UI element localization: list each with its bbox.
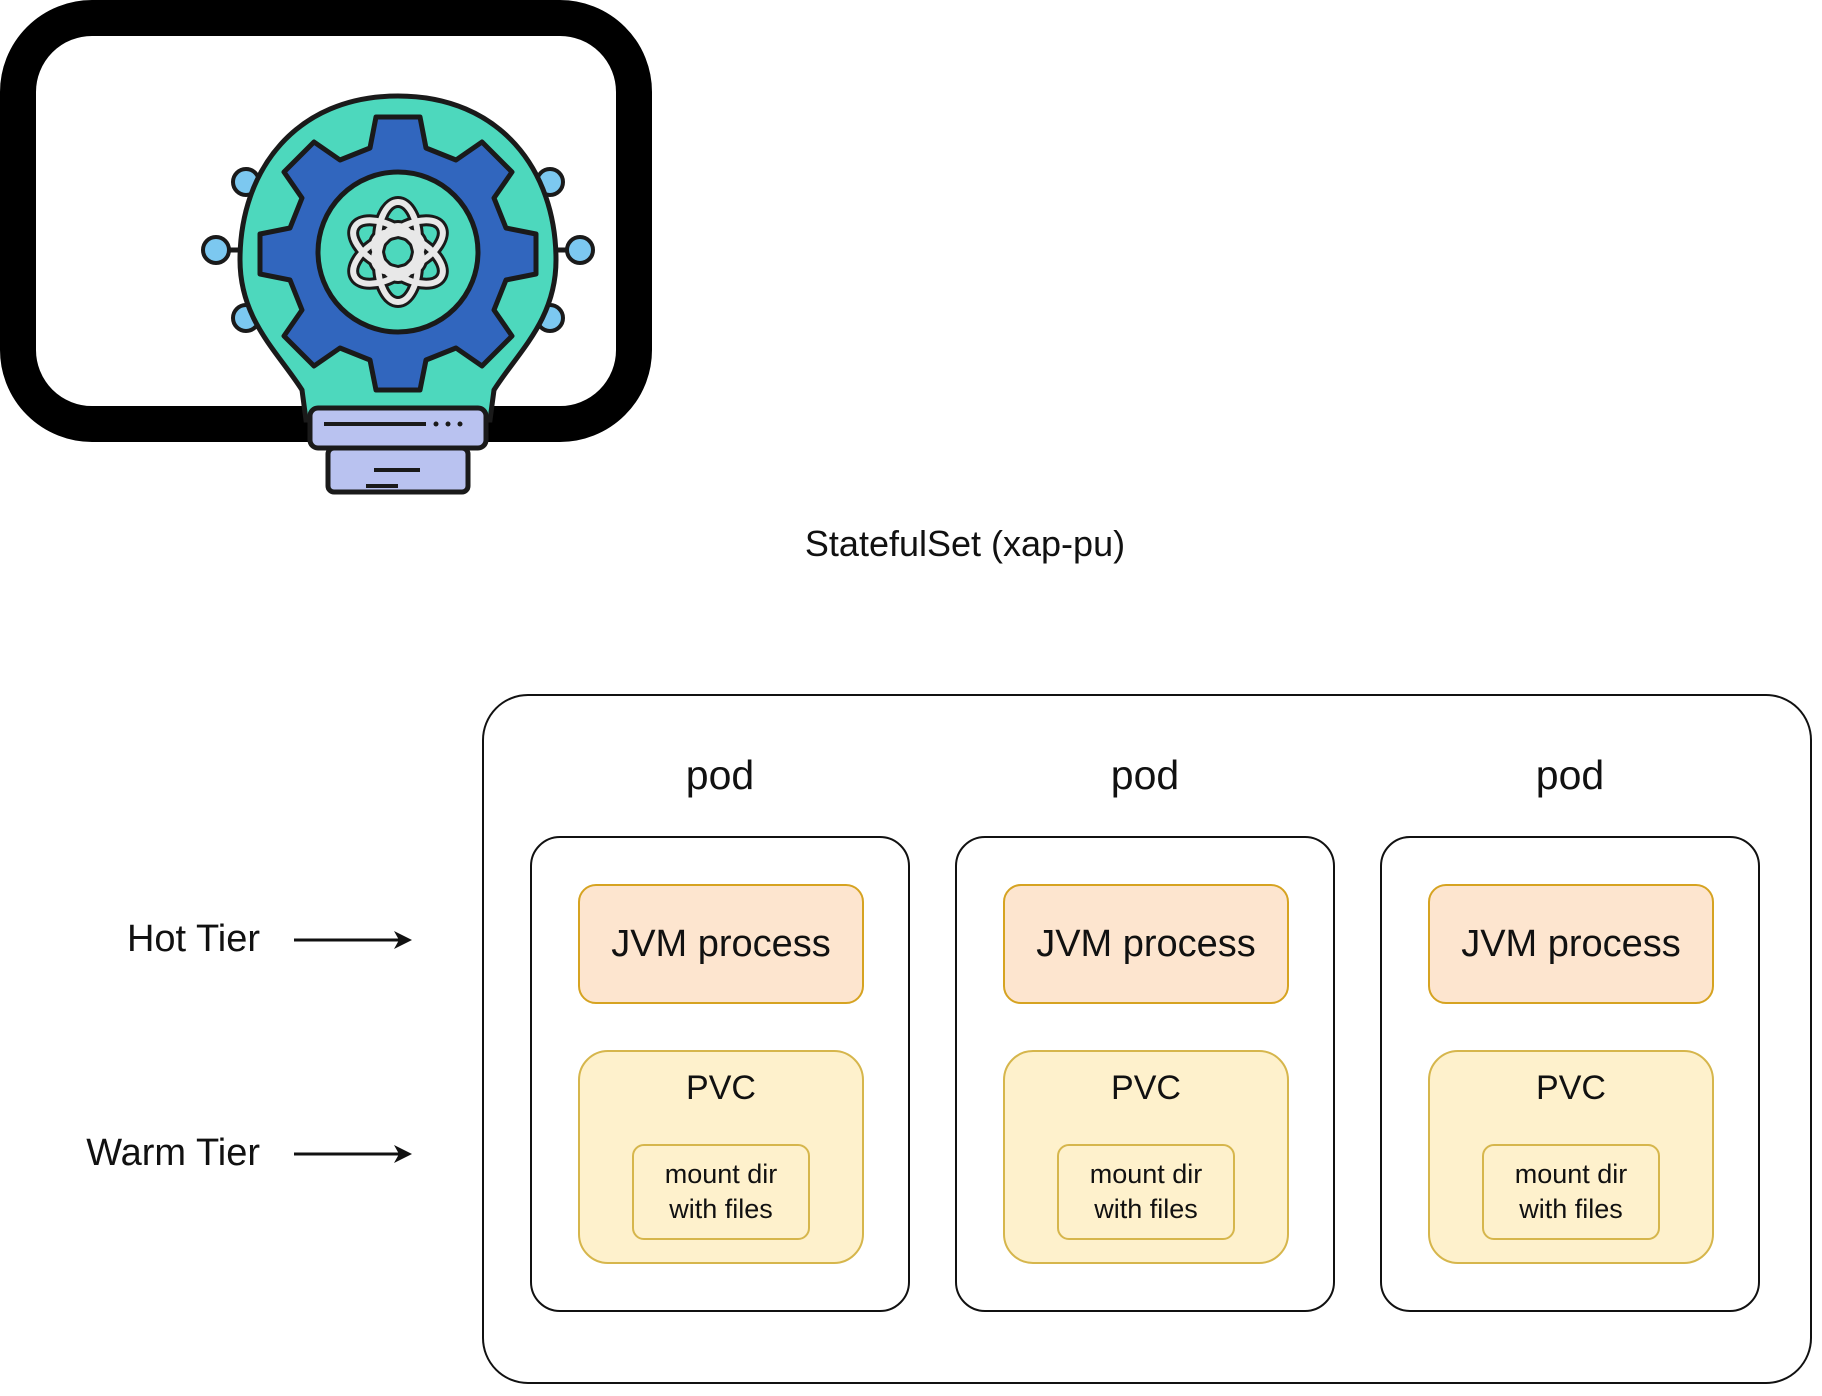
pvc-label: PVC bbox=[1111, 1069, 1181, 1107]
mount-dir-box: mount dir with files bbox=[1057, 1144, 1235, 1240]
pod-label: pod bbox=[1535, 752, 1605, 798]
mount-dir-line2: with files bbox=[1094, 1194, 1198, 1224]
mount-dir-line1: mount dir bbox=[1089, 1159, 1203, 1189]
logo-frame bbox=[0, 0, 652, 495]
pvc-label: PVC bbox=[1536, 1069, 1606, 1107]
mount-dir-line1: mount dir bbox=[664, 1159, 778, 1189]
warm-tier-label: Warm Tier bbox=[86, 1132, 260, 1174]
jvm-process-box: JVM process bbox=[578, 884, 864, 1004]
pvc-box: PVC mount dir with files bbox=[578, 1050, 864, 1264]
pod-box: JVM process PVC mount dir with files bbox=[1380, 836, 1760, 1312]
pod-box: JVM process PVC mount dir with files bbox=[955, 836, 1335, 1312]
jvm-process-box: JVM process bbox=[1428, 884, 1714, 1004]
hot-tier-arrow-icon bbox=[294, 931, 412, 949]
mount-dir-box: mount dir with files bbox=[632, 1144, 810, 1240]
pvc-box: PVC mount dir with files bbox=[1003, 1050, 1289, 1264]
pod-label: pod bbox=[1110, 752, 1180, 798]
mount-dir-line2: with files bbox=[669, 1194, 773, 1224]
lightbulb-gear-icon bbox=[201, 93, 595, 495]
jvm-process-box: JVM process bbox=[1003, 884, 1289, 1004]
mount-dir-line2: with files bbox=[1519, 1194, 1623, 1224]
pod-label: pod bbox=[685, 752, 755, 798]
statefulset-title: StatefulSet (xap-pu) bbox=[804, 523, 1126, 564]
mount-dir-box: mount dir with files bbox=[1482, 1144, 1660, 1240]
hot-tier-label: Hot Tier bbox=[126, 918, 260, 960]
mount-dir-line1: mount dir bbox=[1514, 1159, 1628, 1189]
pvc-box: PVC mount dir with files bbox=[1428, 1050, 1714, 1264]
pod-box: JVM process PVC mount dir with files bbox=[530, 836, 910, 1312]
warm-tier-arrow-icon bbox=[294, 1145, 412, 1163]
statefulset-container bbox=[482, 694, 1812, 1384]
pvc-label: PVC bbox=[686, 1069, 756, 1107]
